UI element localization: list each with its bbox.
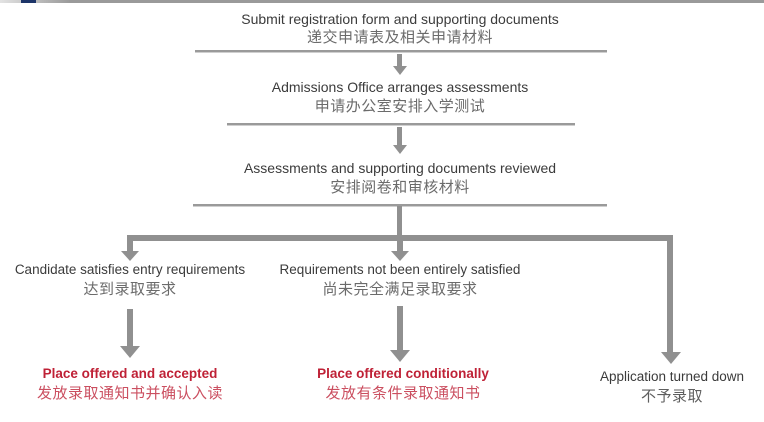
branch-stem: [397, 206, 402, 236]
branch-1-outcome-zh: 发放录取通知书并确认入读: [36, 385, 224, 402]
branch-1-outcome-en: Place offered and accepted: [42, 366, 218, 381]
arrow-down-icon: [393, 66, 407, 75]
step-3-label-zh: 安排阅卷和审核材料: [330, 179, 470, 196]
arrow-down-icon: [127, 309, 133, 346]
branch-2-outcome-en: Place offered conditionally: [317, 366, 489, 381]
separator-1: [195, 50, 607, 52]
branch-3-outcome-zh: 不予录取: [640, 388, 704, 405]
arrow-down-icon: [661, 352, 681, 364]
top-divider-accent: [21, 0, 36, 3]
separator-3: [193, 204, 607, 206]
arrow-down-icon: [120, 346, 140, 358]
branch-2-condition-en: Requirements not been entirely satisfied: [279, 262, 521, 277]
branch-3-outcome-en: Application turned down: [599, 369, 745, 384]
arrow-down-icon: [397, 127, 402, 145]
branch-center-drop: [397, 240, 403, 251]
step-2-label-zh: 申请办公室安排入学测试: [314, 98, 486, 115]
branch-right-drop: [667, 240, 673, 352]
step-1-label-en: Submit registration form and supporting …: [241, 11, 559, 27]
step-1-label-zh: 递交申请表及相关申请材料: [306, 29, 494, 46]
branch-left-drop: [127, 240, 133, 251]
top-divider-line: [0, 0, 764, 3]
step-2-label-en: Admissions Office arranges assessments: [271, 79, 529, 95]
arrow-down-icon: [397, 306, 403, 350]
branch-horizontal-line: [127, 235, 673, 241]
separator-2: [227, 123, 575, 125]
step-3-label-en: Assessments and supporting documents rev…: [243, 160, 557, 176]
branch-2-outcome-zh: 发放有条件录取通知书: [325, 385, 481, 402]
arrow-down-icon: [391, 251, 409, 261]
arrow-down-icon: [390, 350, 410, 362]
branch-2-condition-zh: 尚未完全满足录取要求: [322, 281, 478, 298]
arrow-down-icon: [393, 145, 407, 154]
arrow-down-icon: [121, 251, 139, 261]
branch-1-condition-zh: 达到录取要求: [83, 281, 177, 298]
arrow-down-icon: [397, 54, 402, 66]
branch-1-condition-en: Candidate satisfies entry requirements: [14, 262, 246, 277]
